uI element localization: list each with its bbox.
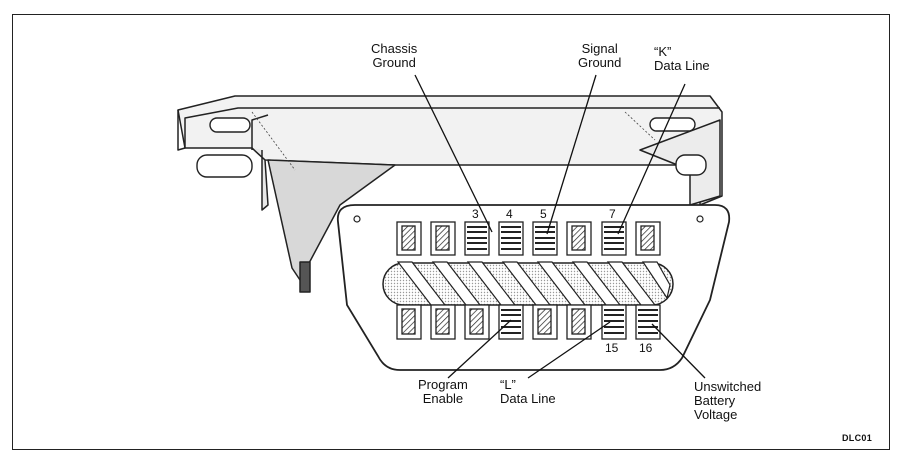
pin-number-5: 5: [540, 207, 547, 221]
bottom-pin-row: [396, 304, 661, 340]
pin-slot-14: [566, 304, 592, 340]
pin-slot-12: [498, 304, 524, 340]
figure-code: DLC01: [842, 433, 873, 443]
label-k-data-line: “K”Data Line: [654, 44, 710, 73]
pin-slot-10: [430, 304, 456, 340]
pin-slot-8: [635, 221, 661, 256]
mount-hole-left: [353, 215, 361, 223]
top-pin-row: [396, 221, 661, 256]
label-l-data-line: “L”Data Line: [500, 377, 556, 406]
leader-k-data-line: [617, 83, 686, 235]
figure-frame: [12, 14, 890, 450]
pin-slot-2: [430, 221, 456, 256]
leader-chassis-ground: [414, 74, 493, 233]
pin-slot-15: [601, 304, 627, 340]
pin-slot-13: [532, 304, 558, 340]
pin-slot-3: [464, 221, 490, 256]
leader-lines: [414, 74, 706, 379]
pin-slot-9: [396, 304, 422, 340]
leader-l-data-line: [527, 321, 611, 379]
pin-slot-6: [566, 221, 592, 256]
leader-unswitched-battery: [651, 323, 706, 379]
pin-number-15: 15: [605, 341, 619, 355]
pin-slot-16: [635, 304, 661, 340]
pin-slot-11: [464, 304, 490, 340]
bracket-slots: [196, 117, 707, 178]
pin-number-3: 3: [472, 207, 479, 221]
pin-number-16: 16: [639, 341, 653, 355]
pin-slot-7: [601, 221, 627, 256]
pin-slot-1: [396, 221, 422, 256]
pin-slot-5: [532, 221, 558, 256]
leader-signal-ground: [546, 74, 597, 235]
mount-hole-right: [696, 215, 704, 223]
leader-program-enable: [447, 319, 512, 379]
pin-slot-4: [498, 221, 524, 256]
pin-number-7: 7: [609, 207, 616, 221]
pin-number-4: 4: [506, 207, 513, 221]
